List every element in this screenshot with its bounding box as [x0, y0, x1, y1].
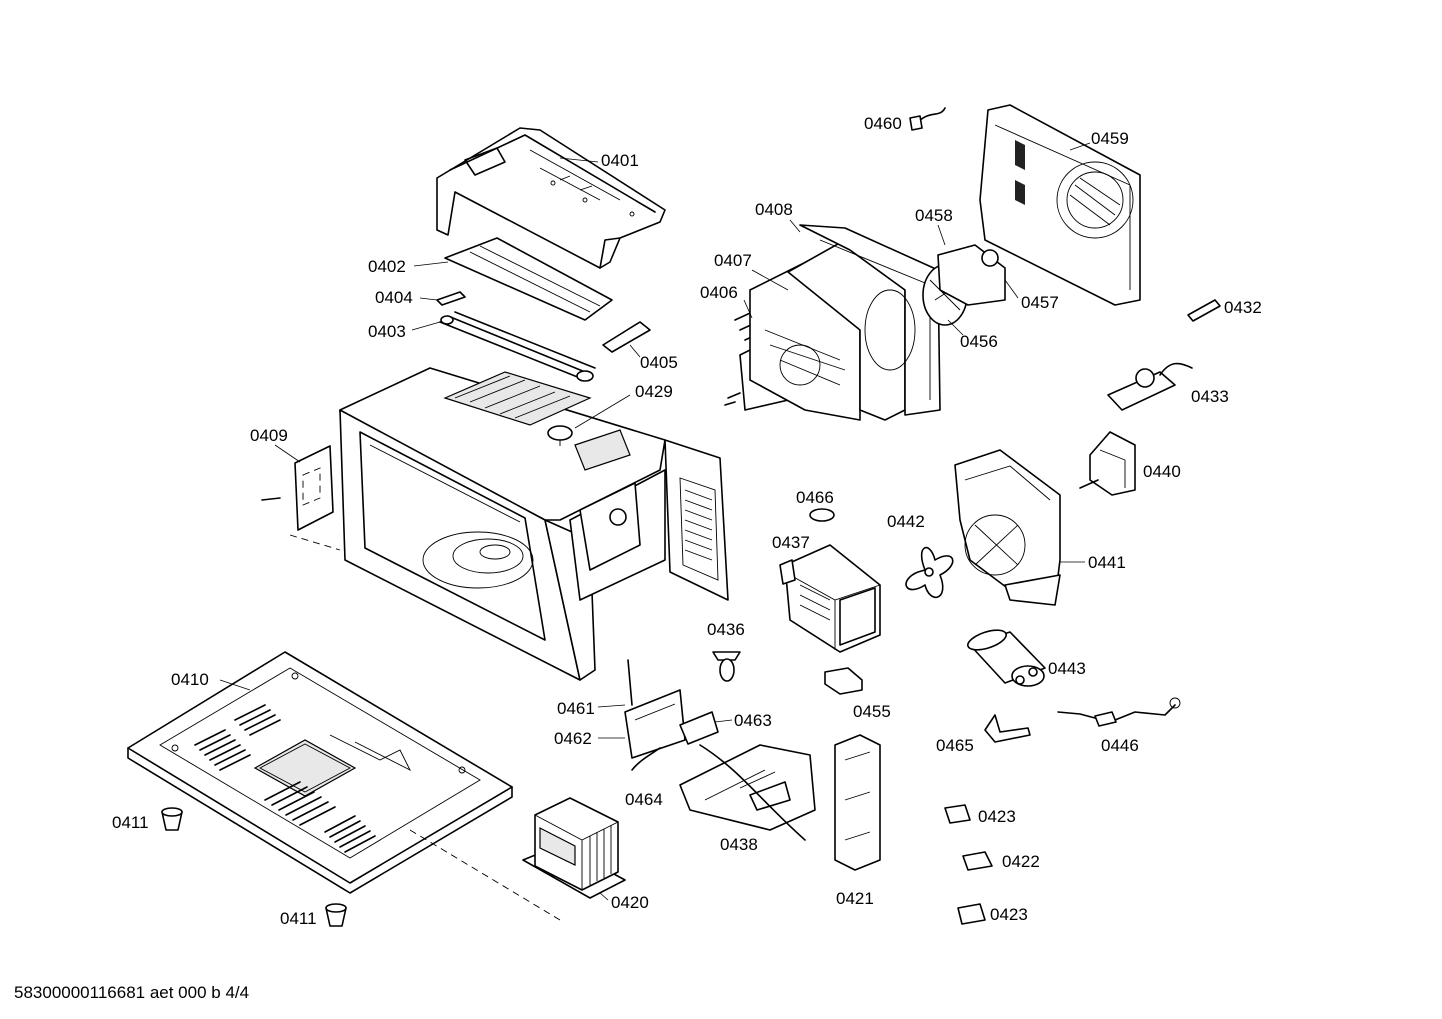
label-0429: 0429 — [635, 382, 673, 401]
label-0441: 0441 — [1088, 553, 1126, 572]
part-0423-switch-2 — [957, 903, 986, 925]
part-0411-foot-1 — [161, 807, 183, 831]
part-0403-heater — [439, 311, 596, 382]
part-0461-rod — [627, 659, 633, 706]
part-0402-plate — [444, 237, 613, 321]
label-0459: 0459 — [1091, 129, 1129, 148]
part-0411-foot-2 — [325, 903, 347, 927]
label-0432: 0432 — [1224, 298, 1262, 317]
label-0423-a: 0423 — [978, 807, 1016, 826]
part-0446-diode — [1057, 697, 1181, 727]
document-reference: 58300000116681 aet 000 b 4/4 — [14, 983, 250, 1002]
label-0401: 0401 — [601, 151, 639, 170]
label-0440: 0440 — [1143, 462, 1181, 481]
label-0406: 0406 — [700, 283, 738, 302]
part-0404-clip — [436, 291, 466, 306]
label-0438: 0438 — [720, 835, 758, 854]
part-0409-side-panel — [261, 445, 334, 531]
label-0457: 0457 — [1021, 293, 1059, 312]
label-0463: 0463 — [734, 711, 772, 730]
label-0456: 0456 — [960, 332, 998, 351]
part-0462-bracket — [624, 689, 686, 759]
label-0405: 0405 — [640, 353, 678, 372]
part-0432-fuse — [1187, 299, 1221, 322]
part-0466-thermostat — [809, 508, 835, 522]
part-0401-top-cover — [436, 127, 666, 269]
part-0464-spring — [631, 747, 661, 771]
label-0461: 0461 — [557, 699, 595, 718]
label-0410: 0410 — [171, 670, 209, 689]
label-0404: 0404 — [375, 288, 413, 307]
label-0462: 0462 — [554, 729, 592, 748]
part-0459-rear-panel — [979, 104, 1141, 306]
part-0443-capacitor — [967, 629, 1046, 687]
label-0443: 0443 — [1048, 659, 1086, 678]
part-0422-switch — [962, 851, 993, 871]
part-0423-switch-1 — [944, 804, 971, 824]
label-0421: 0421 — [836, 889, 874, 908]
vent-slots-right — [264, 781, 376, 853]
label-0460: 0460 — [864, 114, 902, 133]
part-0441-fan-housing — [954, 449, 1061, 606]
label-0466: 0466 — [796, 488, 834, 507]
part-0465-bracket — [984, 714, 1031, 743]
label-0446: 0446 — [1101, 736, 1139, 755]
part-0420-transformer — [522, 797, 626, 899]
label-0465: 0465 — [936, 736, 974, 755]
label-0407: 0407 — [714, 251, 752, 270]
label-0423-b: 0423 — [990, 905, 1028, 924]
label-0403: 0403 — [368, 322, 406, 341]
part-0437-magnetron — [779, 544, 881, 653]
label-0455: 0455 — [853, 702, 891, 721]
label-0411-b: 0411 — [280, 909, 317, 928]
part-cavity-body — [339, 367, 729, 681]
part-0436-lamp — [712, 651, 741, 682]
label-0420: 0420 — [611, 893, 649, 912]
part-0440-switch-bracket — [1079, 431, 1136, 496]
part-0458-motor-bracket — [937, 244, 1006, 306]
label-0422: 0422 — [1002, 852, 1040, 871]
part-0460-cable — [909, 107, 946, 131]
label-0442: 0442 — [887, 512, 925, 531]
label-0433: 0433 — [1191, 387, 1229, 406]
part-0438-harness — [679, 744, 816, 841]
label-0464: 0464 — [625, 790, 663, 809]
part-0442-fan-blade — [905, 546, 954, 599]
part-0421-switch-holder — [834, 734, 881, 871]
label-0402: 0402 — [368, 257, 406, 276]
vent-slots-left — [194, 704, 281, 771]
part-0463-relay — [679, 711, 719, 745]
label-0408: 0408 — [755, 200, 793, 219]
label-0436: 0436 — [707, 620, 745, 639]
part-0455-connector — [824, 667, 863, 695]
label-0411-a: 0411 — [112, 813, 149, 832]
part-0433-filter-board — [1107, 362, 1193, 411]
part-0405-bracket — [602, 321, 651, 353]
label-0437: 0437 — [772, 533, 810, 552]
label-0458: 0458 — [915, 206, 953, 225]
label-0409: 0409 — [250, 426, 288, 445]
